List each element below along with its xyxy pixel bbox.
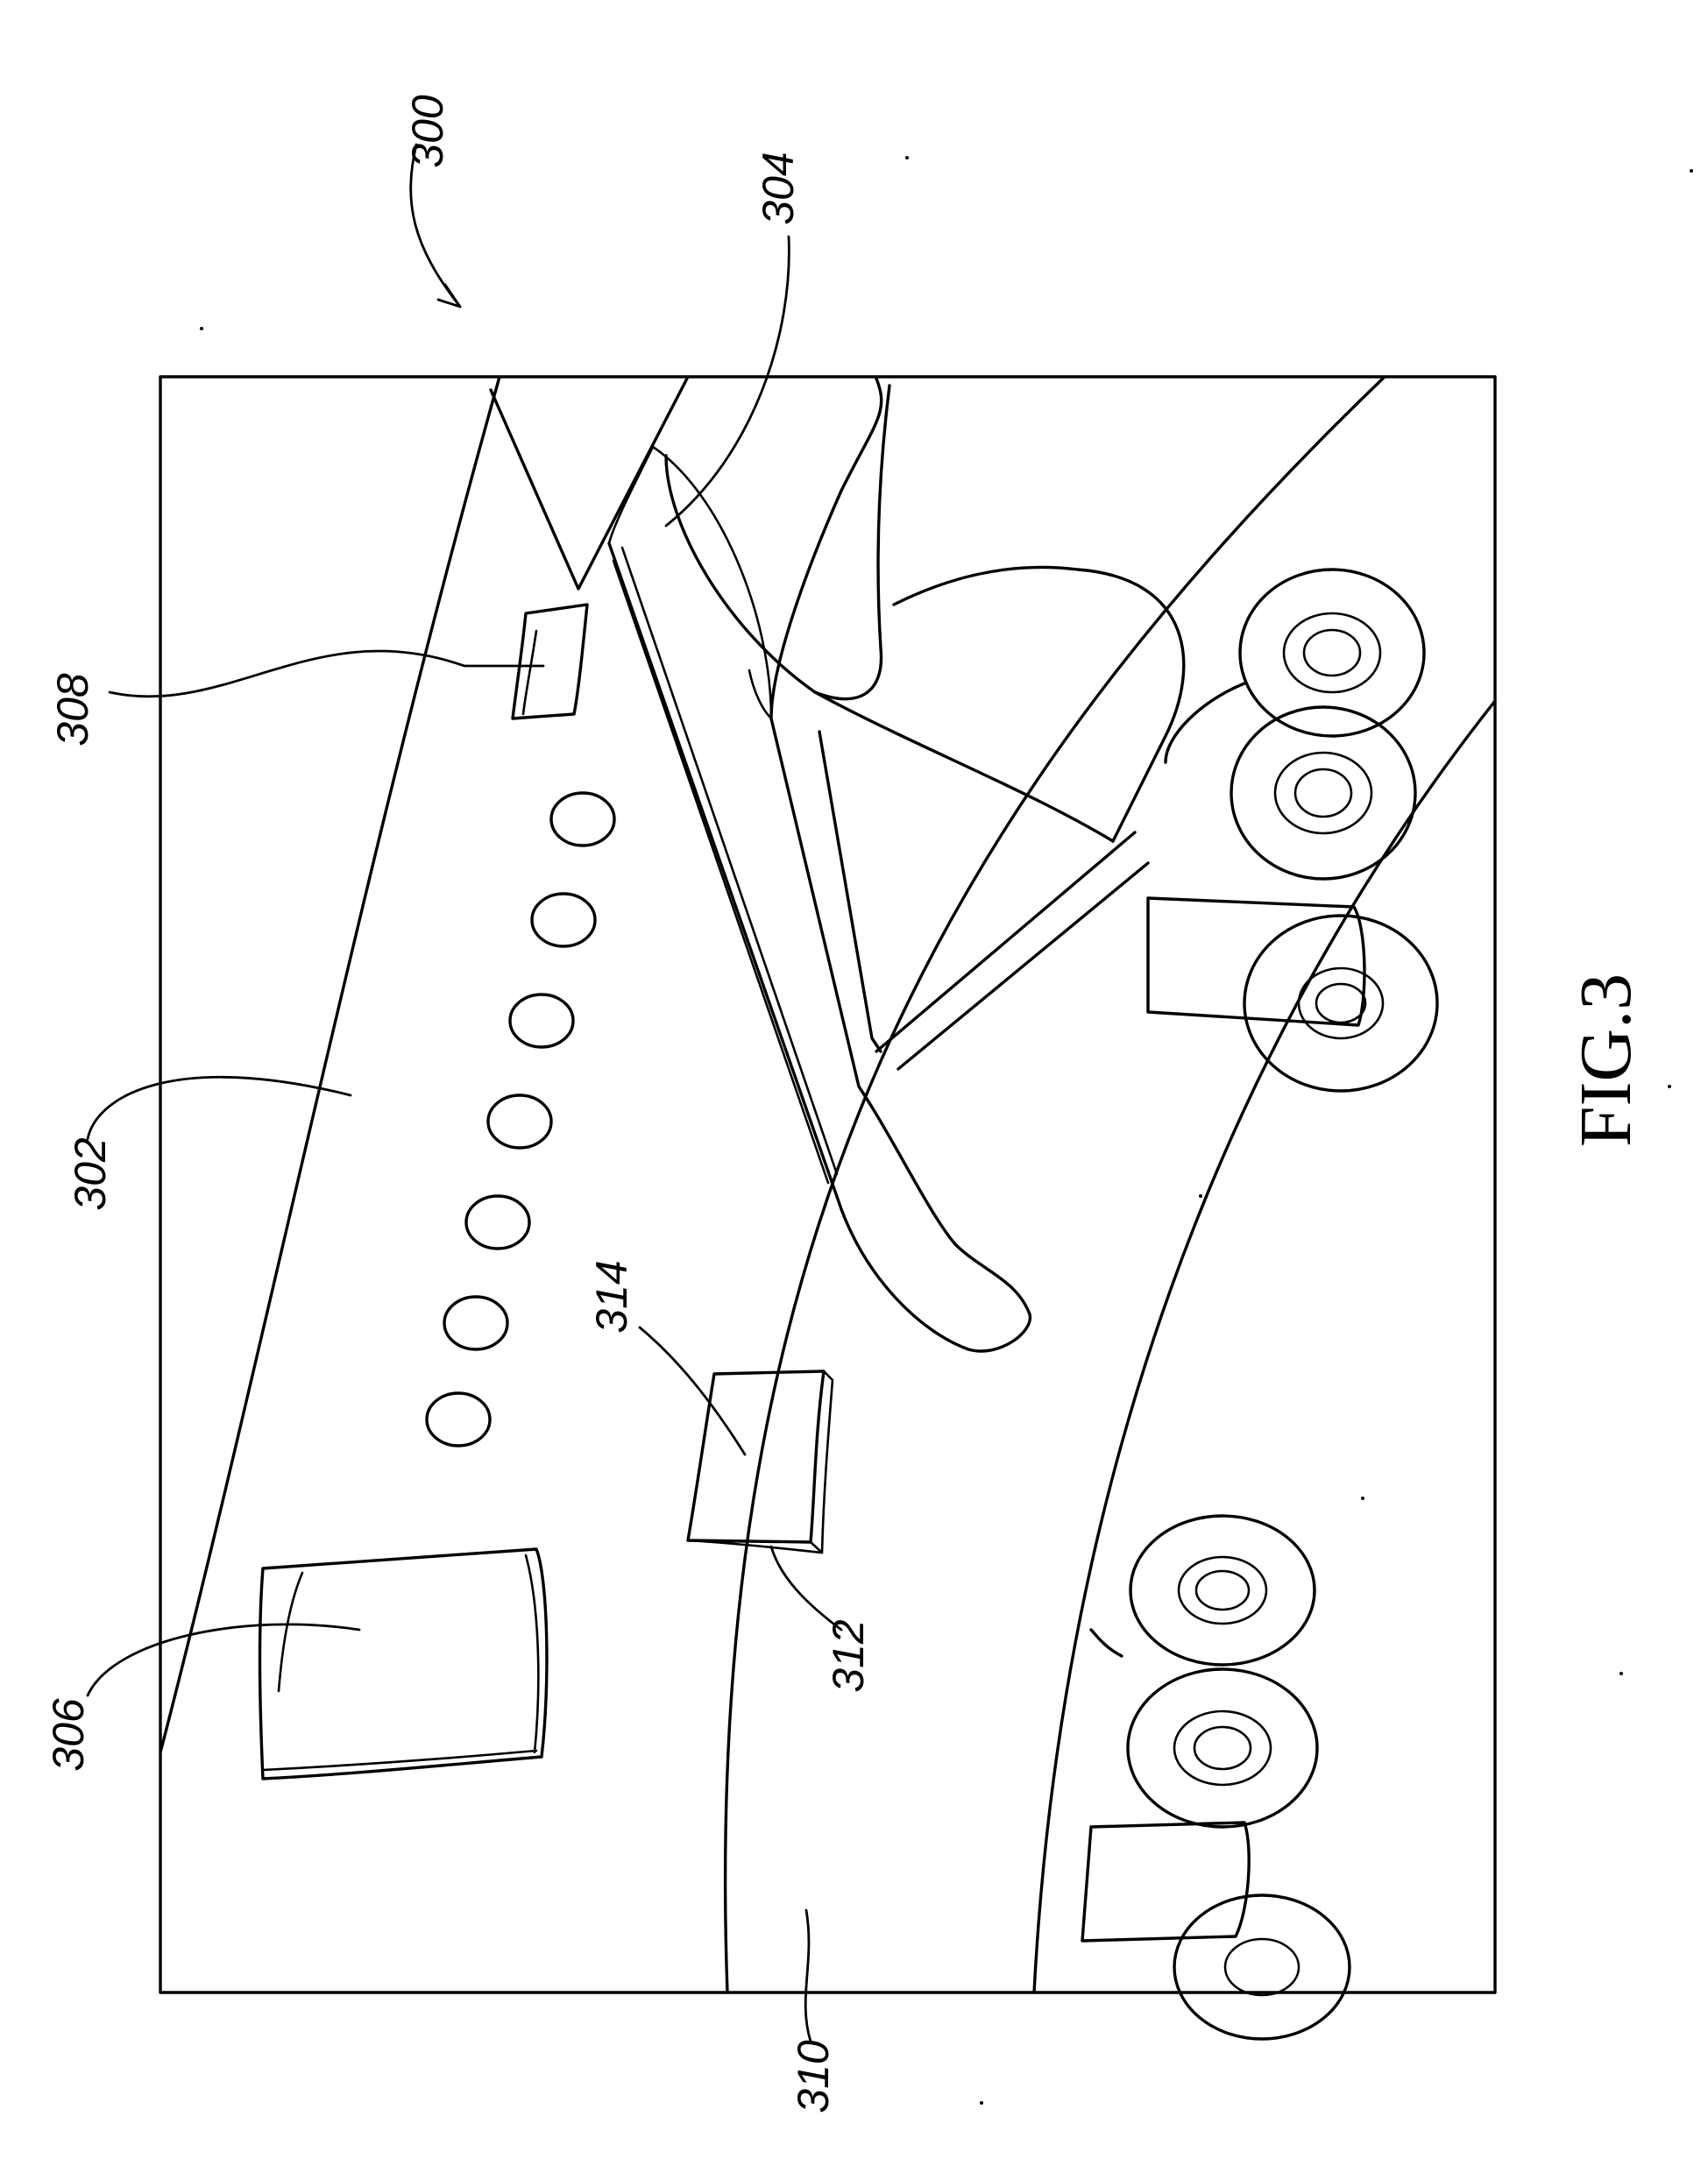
window bbox=[466, 1196, 529, 1249]
nose-landing-gear bbox=[1082, 1516, 1350, 2039]
ref-310-label: 310 bbox=[789, 2040, 838, 2113]
reference-300: 300 bbox=[403, 95, 460, 307]
wing bbox=[609, 379, 1030, 1351]
front-door bbox=[260, 1549, 547, 1779]
main-landing-gear bbox=[1166, 570, 1437, 1091]
figure-caption: FIG.3 bbox=[1565, 973, 1647, 1147]
ref-304-label: 304 bbox=[754, 152, 803, 224]
window bbox=[488, 1095, 551, 1148]
fuselage-upper-line bbox=[160, 377, 500, 1752]
window bbox=[551, 793, 614, 846]
window bbox=[510, 994, 573, 1047]
figure-frame bbox=[160, 377, 1495, 1993]
reference-304: 304 bbox=[666, 152, 803, 526]
ref-302-label: 302 bbox=[66, 1137, 115, 1211]
belly-line bbox=[1034, 701, 1495, 1993]
ref-312-label: 312 bbox=[824, 1619, 873, 1693]
ref-314-label: 314 bbox=[587, 1260, 636, 1333]
reference-312: 312 bbox=[771, 1547, 873, 1693]
rear-door bbox=[513, 605, 587, 718]
ref-300-label: 300 bbox=[403, 95, 452, 168]
window bbox=[444, 1297, 507, 1349]
window-row bbox=[427, 793, 614, 1446]
window bbox=[427, 1393, 490, 1446]
fuselage-lower-line bbox=[726, 377, 1385, 1993]
ref-308-label: 308 bbox=[48, 673, 97, 747]
reference-306: 306 bbox=[44, 1624, 359, 1772]
window bbox=[532, 894, 595, 946]
reference-314: 314 bbox=[587, 1260, 745, 1455]
reference-310: 310 bbox=[789, 1910, 838, 2113]
ref-306-label: 306 bbox=[44, 1698, 93, 1772]
scan-specks bbox=[200, 156, 1693, 2105]
aircraft-illustration bbox=[160, 377, 1495, 2039]
reference-308: 308 bbox=[48, 651, 543, 747]
arrow-head-icon bbox=[438, 285, 460, 307]
tail-fin bbox=[491, 377, 688, 589]
